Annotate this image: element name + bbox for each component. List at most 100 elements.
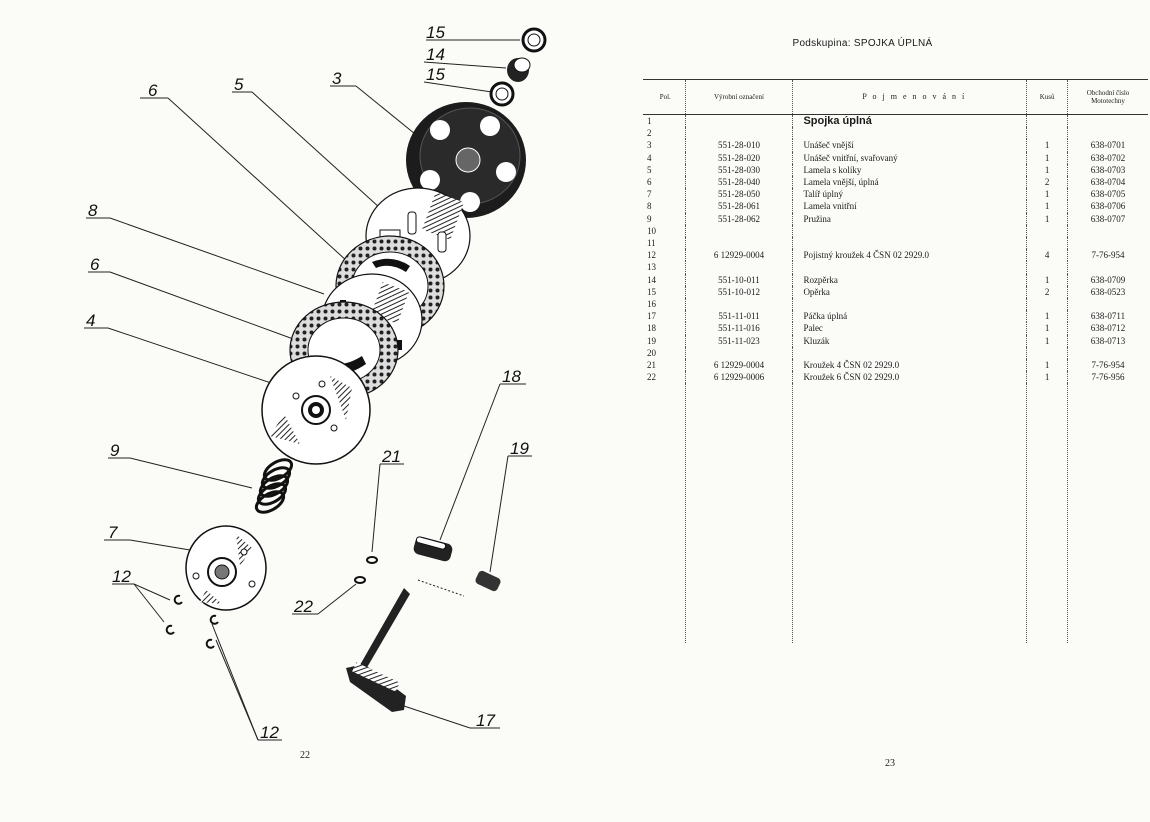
cell-qty — [1026, 298, 1068, 311]
cell-qty: 1 — [1026, 322, 1068, 335]
cell-qty: 1 — [1026, 371, 1068, 384]
table-row: 11 — [643, 237, 1148, 250]
part-7-pressure-plate — [185, 525, 267, 611]
cell-code — [684, 114, 793, 128]
cell-qty — [1026, 114, 1068, 128]
cell-code: 551-28-061 — [684, 200, 793, 213]
cell-code: 551-28-020 — [684, 151, 793, 164]
cell-catalog — [1066, 346, 1148, 360]
cell-catalog: 638-0705 — [1066, 188, 1148, 201]
cell-qty — [1026, 237, 1068, 250]
cell-catalog — [1066, 237, 1148, 250]
cell-qty — [1026, 261, 1068, 274]
empty-cell — [684, 383, 793, 644]
cell-name — [792, 224, 1027, 238]
cell-code: 551-11-016 — [684, 322, 793, 335]
cell-pos: 2 — [647, 128, 652, 139]
cell-catalog — [1066, 114, 1148, 128]
cell-pos: 19 — [647, 335, 656, 346]
table-empty-space — [643, 383, 1148, 644]
cell-code: 551-28-050 — [684, 188, 793, 201]
cell-code — [684, 261, 793, 274]
cell-code — [684, 237, 793, 250]
callout-6-lower: 6 — [90, 255, 100, 274]
cell-catalog: 638-0707 — [1066, 212, 1148, 225]
cell-qty: 1 — [1026, 273, 1068, 286]
cell-catalog — [1066, 127, 1148, 140]
part-22-ring — [354, 576, 366, 584]
part-18-cam — [413, 536, 453, 562]
cell-name: Talíř úplný — [792, 188, 1027, 201]
leader-lines — [84, 39, 532, 741]
callout-7: 7 — [108, 523, 118, 542]
cell-qty: 1 — [1026, 310, 1068, 323]
parts-table: Pol. Výrobní označení P o j m e n o v á … — [643, 79, 1148, 644]
cell-qty: 1 — [1026, 359, 1068, 372]
cell-qty — [1026, 224, 1068, 238]
callout-15-bottom: 15 — [426, 65, 445, 84]
cell-name: Lamela vnitřní — [792, 200, 1027, 213]
part-3-outer-carrier — [406, 102, 526, 218]
cell-name — [792, 261, 1027, 274]
cell-pos: 7 — [647, 189, 652, 200]
cell-catalog: 638-0713 — [1066, 334, 1148, 347]
callout-22: 22 — [293, 597, 313, 616]
subgroup-title: Podskupina: SPOJKA ÚPLNÁ — [792, 38, 933, 49]
cell-pos: 14 — [647, 274, 656, 285]
cell-name: Pojistný kroužek 4 ČSN 02 2929.0 — [792, 249, 1027, 262]
column-header-code: Výrobní označení — [684, 79, 793, 115]
cell-pos: 6 — [647, 177, 652, 188]
cell-name — [792, 298, 1027, 311]
empty-cell — [643, 383, 685, 643]
cell-catalog: 7-76-954 — [1066, 359, 1148, 372]
part-14-spacer — [507, 57, 531, 82]
cell-code — [684, 224, 793, 238]
table-row: 13 — [643, 261, 1148, 274]
table-row: 2 — [643, 127, 1148, 140]
cell-name: Rozpěrka — [792, 273, 1027, 286]
cell-qty: 4 — [1026, 249, 1068, 262]
part-21-ring — [366, 556, 378, 564]
left-page: 15 14 15 3 6 5 8 6 4 9 7 12 12 21 22 18 … — [84, 23, 547, 761]
cell-qty: 2 — [1026, 285, 1068, 299]
cell-catalog: 638-0712 — [1066, 322, 1148, 335]
callout-5: 5 — [234, 75, 244, 94]
part-9-spring — [254, 458, 294, 514]
cell-catalog: 638-0706 — [1066, 200, 1148, 213]
cell-catalog — [1066, 298, 1148, 311]
cell-catalog: 7-76-954 — [1066, 249, 1148, 262]
callout-4: 4 — [86, 311, 95, 330]
cell-catalog: 7-76-956 — [1066, 371, 1148, 384]
part-4-inner-carrier — [261, 355, 371, 465]
cell-qty: 1 — [1026, 200, 1068, 213]
parts-table-header: Pol. Výrobní označení P o j m e n o v á … — [643, 79, 1148, 115]
cell-catalog: 638-0704 — [1066, 176, 1148, 189]
cell-pos: 1 — [647, 116, 652, 126]
cell-code — [684, 346, 793, 360]
cell-pos: 15 — [647, 286, 656, 297]
cell-name: Lamela vnější, úplná — [792, 176, 1027, 189]
cell-qty — [1026, 346, 1068, 360]
cell-catalog — [1066, 261, 1148, 274]
callout-15-top: 15 — [426, 23, 445, 42]
cell-name: Unášeč vnitřní, svařovaný — [792, 151, 1027, 164]
right-page: Podskupina: SPOJKA ÚPLNÁ Pol. Výrobní oz… — [575, 0, 1150, 822]
page-number-right: 23 — [885, 758, 895, 769]
column-header-qty: Kusů — [1026, 79, 1068, 115]
part-15-support-ring-bottom — [489, 81, 515, 107]
cell-code — [684, 298, 793, 311]
part-19-slider — [475, 570, 501, 592]
cell-pos: 13 — [647, 262, 656, 273]
